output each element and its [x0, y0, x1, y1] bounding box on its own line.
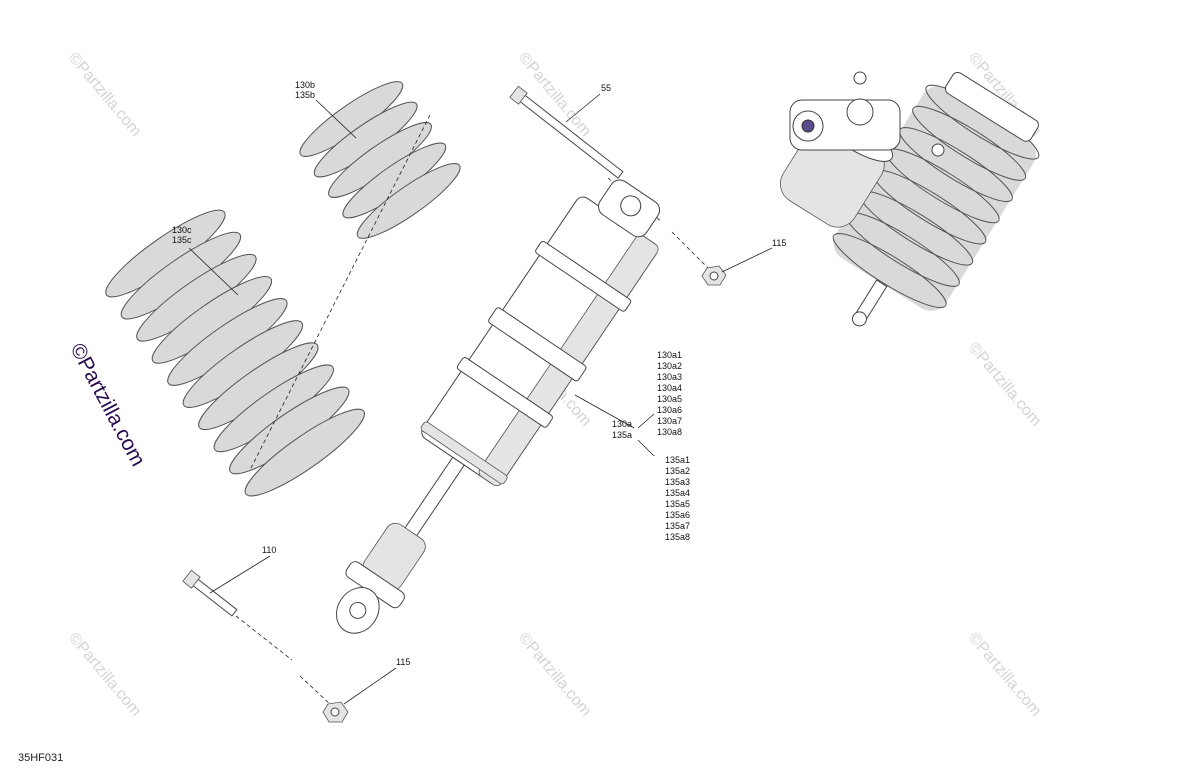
- spring-axis: [249, 114, 431, 471]
- callout-135a3: 135a3: [665, 477, 690, 487]
- callout-135a: 135a: [612, 430, 632, 440]
- callout-135a8: 135a8: [665, 532, 690, 542]
- shock-absorber: [336, 179, 661, 634]
- callout-135a7: 135a7: [665, 521, 690, 531]
- callout-135c: 135c: [172, 235, 192, 245]
- callout-135a6: 135a6: [665, 510, 690, 520]
- callout-135a4: 135a4: [665, 488, 690, 498]
- spring-lower: [105, 209, 366, 497]
- watermark-strong: ©Partzilla.com: [66, 340, 150, 471]
- callout-130b: 130b: [295, 80, 315, 90]
- callout-labels: 130b 135b 130c 135c 55 115 130a 135a 130…: [172, 80, 786, 667]
- watermark: ©Partzilla.com: [65, 630, 144, 720]
- callout-130a5: 130a5: [657, 394, 682, 404]
- callout-135a2: 135a2: [665, 466, 690, 476]
- callout-135a5: 135a5: [665, 499, 690, 509]
- nut-top: [671, 231, 727, 286]
- kit-135-list: 135a1 135a2 135a3 135a4 135a5 135a6 135a…: [665, 455, 690, 542]
- callout-130a4: 130a4: [657, 383, 682, 393]
- watermark: ©Partzilla.com: [965, 630, 1044, 720]
- callout-130a: 130a: [612, 419, 632, 429]
- spring-upper: [299, 81, 461, 239]
- watermark: ©Partzilla.com: [65, 50, 144, 140]
- callout-115-top: 115: [772, 238, 786, 248]
- assembled-view: [780, 71, 1040, 327]
- callout-130a6: 130a6: [657, 405, 682, 415]
- callout-130a1: 130a1: [657, 350, 682, 360]
- watermark: ©Partzilla.com: [515, 630, 594, 720]
- callout-130c: 130c: [172, 225, 192, 235]
- nut-bottom: [299, 675, 349, 723]
- callout-130a3: 130a3: [657, 372, 682, 382]
- callout-115-bottom: 115: [396, 657, 410, 667]
- bolt-bottom: [182, 569, 293, 661]
- callout-110: 110: [262, 545, 276, 555]
- callout-130a8: 130a8: [657, 427, 682, 437]
- kit-130-list: 130a1 130a2 130a3 130a4 130a5 130a6 130a…: [657, 350, 682, 437]
- callout-130a2: 130a2: [657, 361, 682, 371]
- callout-55: 55: [601, 83, 611, 93]
- callout-135a1: 135a1: [665, 455, 690, 465]
- callout-130a7: 130a7: [657, 416, 682, 426]
- leader-lines: [188, 93, 773, 705]
- callout-135b: 135b: [295, 90, 315, 100]
- diagram-code: 35HF031: [18, 752, 64, 764]
- watermark: ©Partzilla.com: [965, 340, 1044, 430]
